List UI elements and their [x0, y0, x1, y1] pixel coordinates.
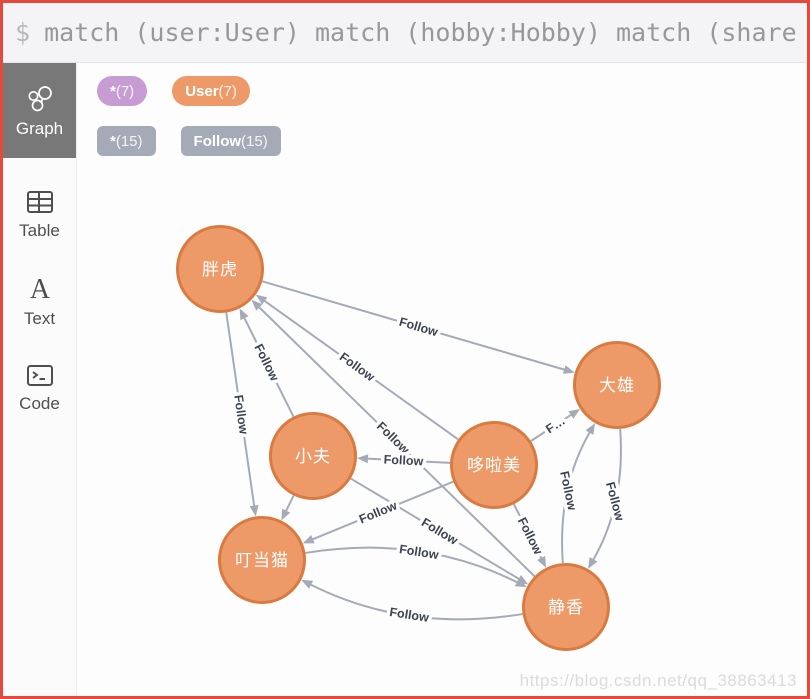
node-circle[interactable]	[522, 563, 610, 651]
relationship-line[interactable]	[592, 428, 622, 561]
relationship-type-label[interactable]: Follow	[228, 390, 255, 438]
relationship-line[interactable]	[530, 413, 573, 442]
table-view-icon	[26, 191, 53, 213]
relationship-line[interactable]	[366, 457, 451, 464]
relationship-line[interactable]	[284, 495, 295, 512]
sidebar-item-label: Graph	[15, 118, 64, 138]
node-caption: 大雄	[599, 376, 635, 395]
node-circle[interactable]	[218, 516, 306, 604]
text-view-icon: A	[29, 275, 50, 303]
relationship-type-label[interactable]: Follow	[415, 512, 463, 551]
node-pill-row: *(7) User(7)	[97, 76, 281, 106]
relationship-arrowhead	[251, 299, 263, 311]
sidebar-item-text[interactable]: A Text	[3, 272, 76, 332]
node-circle[interactable]	[573, 341, 661, 429]
relationship-line[interactable]	[225, 312, 256, 507]
node-caption: 小夫	[295, 447, 331, 466]
relationship-line[interactable]	[350, 477, 521, 581]
node-caption: 静香	[548, 598, 584, 617]
relationship-type-label[interactable]: Follow	[385, 601, 434, 628]
node-circle[interactable]	[176, 225, 264, 313]
relationship-type-label[interactable]: Follow	[395, 539, 444, 566]
svg-text:A: A	[29, 275, 50, 303]
relationship-type-label[interactable]: Follow	[333, 346, 381, 388]
relationship-type-label[interactable]: Follow	[599, 477, 630, 526]
relationship-arrowhead	[301, 579, 314, 589]
sidebar-item-label: Code	[19, 394, 60, 413]
relationship-type-label[interactable]: Follow	[370, 416, 415, 461]
relationship-type-label[interactable]: F…	[540, 410, 572, 440]
graph-node-duolamei[interactable]: 哆啦美	[450, 421, 538, 509]
relationship-line[interactable]	[257, 306, 536, 577]
relationship-type-label[interactable]: Follow	[380, 449, 427, 472]
pill-count: (7)	[218, 82, 237, 100]
sidebar-item-graph[interactable]: Graph	[3, 63, 76, 158]
node-circle[interactable]	[450, 421, 538, 509]
relationship-arrowhead	[255, 294, 268, 305]
prompt-symbol: $	[15, 18, 31, 47]
relationship-arrowhead	[249, 504, 259, 517]
view-sidebar: Graph Table A Text Code	[3, 63, 77, 696]
pill-count: (15)	[241, 132, 268, 150]
relationship-pill-row: *(15) Follow(15)	[97, 126, 281, 156]
relationship-type-label[interactable]: Follow	[248, 338, 285, 387]
node-caption: 哆啦美	[467, 456, 521, 475]
graph-node-jingxiang[interactable]: 静香	[522, 563, 610, 651]
node-caption: 胖虎	[202, 260, 238, 279]
relationship-arrowhead	[568, 408, 581, 419]
query-editor[interactable]: $ match (user:User) match (hobby:Hobby) …	[3, 3, 807, 63]
node-caption: 叮当猫	[235, 551, 289, 570]
relationship-type-label[interactable]: Follow	[511, 512, 549, 561]
pill-count: (7)	[115, 82, 135, 100]
graph-node-xiaofu[interactable]: 小夫	[269, 412, 357, 500]
relationship-line[interactable]	[513, 503, 543, 560]
relationship-arrowhead	[239, 308, 249, 321]
relationship-arrowhead	[302, 534, 315, 544]
rel-type-pill-follow[interactable]: Follow(15)	[180, 126, 281, 156]
relationship-line[interactable]	[311, 480, 454, 541]
relationship-type-label[interactable]: Follow	[354, 495, 403, 530]
pill-label: *	[110, 132, 116, 150]
query-text: match (user:User) match (hobby:Hobby) ma…	[44, 18, 797, 47]
result-legend: *(7) User(7) *(15) Follow(15)	[97, 76, 281, 176]
rel-type-pill-all[interactable]: *(15)	[97, 126, 156, 156]
relationship-line[interactable]	[263, 299, 459, 441]
relationship-arrowhead	[588, 557, 598, 569]
node-label-pill-all[interactable]: *(7)	[97, 76, 148, 106]
node-circle[interactable]	[269, 412, 357, 500]
relationship-arrowhead	[562, 365, 575, 374]
relationship-arrowhead	[514, 578, 527, 588]
watermark-url: https://blog.csdn.net/qq_38863413	[519, 671, 797, 690]
relationship-arrowhead	[281, 508, 291, 521]
code-view-icon	[26, 365, 53, 386]
relationship-line[interactable]	[261, 280, 566, 371]
graph-node-panghu[interactable]: 胖虎	[176, 225, 264, 313]
sidebar-item-table[interactable]: Table	[3, 185, 76, 245]
pill-count: (15)	[115, 132, 143, 150]
relationship-type-label[interactable]: Follow	[394, 311, 443, 343]
graph-node-daxiong[interactable]: 大雄	[573, 341, 661, 429]
graph-view-icon	[27, 85, 52, 111]
relationship-line[interactable]	[243, 316, 295, 418]
relationship-arrowhead	[537, 555, 547, 568]
pill-label: *	[110, 82, 116, 100]
sidebar-item-code[interactable]: Code	[3, 359, 76, 419]
relationship-type-label[interactable]: Follow	[554, 466, 583, 515]
node-label-pill-user[interactable]: User(7)	[172, 76, 250, 106]
relationship-line[interactable]	[305, 546, 519, 584]
pill-label: User	[185, 82, 219, 100]
sidebar-item-label: Text	[23, 309, 56, 328]
relationship-arrowhead	[356, 454, 369, 464]
relationship-line[interactable]	[309, 583, 523, 621]
relationship-arrowhead	[585, 423, 595, 435]
sidebar-item-label: Table	[19, 221, 60, 240]
pill-label: Follow	[193, 132, 242, 150]
graph-node-dingdangmao[interactable]: 叮当猫	[218, 516, 306, 604]
relationship-line[interactable]	[561, 431, 591, 564]
